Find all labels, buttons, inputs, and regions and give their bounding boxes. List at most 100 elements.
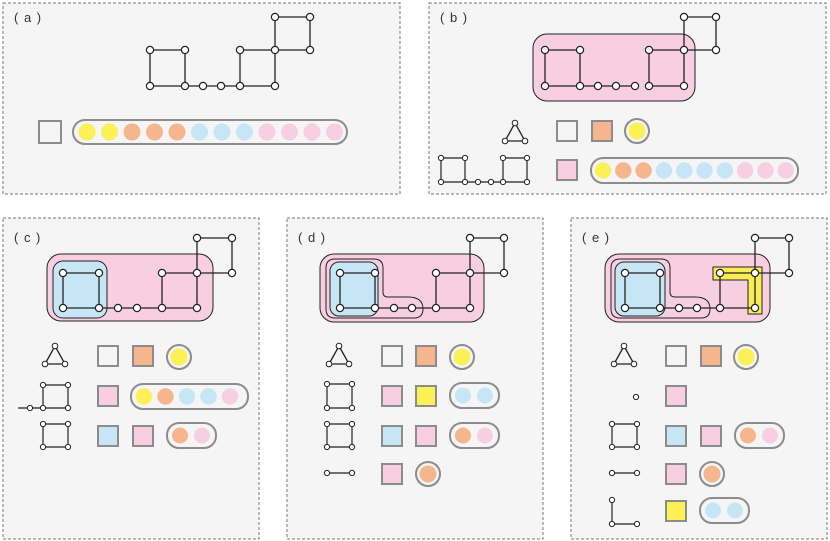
queue-circle-pink [221,388,239,405]
panel-b-triangle-pattern [501,119,529,145]
panel-b-path-pattern-nodes [437,154,531,186]
panel-e-single-node [632,393,640,401]
queue-circle-blue [191,123,208,141]
queue-circle-blue [200,388,217,405]
queue-circle-pink [762,427,778,444]
queue-circle-yellow [135,388,153,405]
panel-e-box-yellow [665,500,687,522]
panel-b-box-empty [556,120,578,142]
queue-circle-blue [716,162,733,179]
panel-c-queue2-circle-orange [172,427,188,444]
queue-circle-pink [757,162,774,179]
queue-circle-orange [455,427,471,444]
panel-e-queue1-circles [740,427,778,444]
panel-c-box-pink-2 [132,425,154,447]
panel-e-box-orange [700,345,722,367]
queue-circle-yellow [594,162,612,179]
panel-e-pink-inner-outline [610,258,711,319]
panel-d-box-pink-3 [381,463,403,485]
panel-b-box-pink [556,159,578,181]
panel-d-box-orange [415,345,437,367]
panel-c-nodes [58,233,237,313]
queue-circle-pink [258,123,276,141]
panel-a-frame [2,2,401,195]
panel-c-box-empty [97,345,119,367]
queue-circle-blue [477,387,493,404]
queue-circle-pink [777,162,794,179]
panel-d-label: ( d ) [298,230,326,245]
panel-e-box-blue [665,425,687,447]
panel-e-queue2-circles [705,502,743,519]
panel-d-queue2-circles [455,427,493,444]
panel-d-box-empty [381,345,403,367]
panel-e-label: ( e ) [582,230,610,245]
queue-circle-blue [455,387,471,404]
panel-d-circle-yellow-fill [453,348,471,366]
panel-e-corner-pattern [608,496,641,528]
queue-circle-blue [236,123,253,141]
panel-d-triangle-pattern [325,342,353,368]
panel-d-box-blue [381,425,403,447]
panel-a-stack-box [38,120,62,144]
queue-circle-blue [705,502,721,519]
panel-a-label: ( a ) [14,10,42,25]
panel-e-box-pink-3 [665,463,687,485]
panel-e-yellow-highlight [712,266,763,315]
panel-c-triangle-pattern [41,342,69,368]
panel-c-queue2-circle-pink [194,427,210,444]
panel-e-triangle-pattern [610,342,638,368]
panel-e-circle-orange-fill [703,465,721,483]
panel-e-box-pink [665,385,687,407]
queue-circle-blue [178,388,196,405]
panel-a-queue-circles [78,123,343,141]
queue-circle-orange [157,388,174,405]
panel-d-edge-pattern [323,469,356,477]
panel-a-nodes [145,12,315,91]
panel-c-queue-circles [135,388,239,405]
queue-circle-orange [168,123,186,141]
queue-circle-blue [727,502,743,519]
panel-b-box-orange [591,120,613,142]
queue-circle-yellow [101,123,118,141]
panel-b-pink-region [532,33,696,102]
queue-circle-blue [655,162,673,179]
queue-circle-pink [477,427,493,444]
panel-d-nodes [335,233,509,313]
panel-e-box-empty [665,345,687,367]
panel-d-box-yellow [415,385,437,407]
panel-c-circle-yellow-fill [170,348,188,366]
panel-d-box-pink-2 [415,425,437,447]
panel-e-nodes [620,233,794,313]
panel-c-box-blue [97,425,119,447]
panel-c-label: ( c ) [14,230,41,245]
panel-e-box-pink-2 [700,425,722,447]
panel-d-square-nodes-1 [323,380,356,412]
queue-circle-orange [146,123,163,141]
panel-e-circle-yellow-fill [737,348,755,366]
panel-d-square-nodes-2 [323,420,356,451]
queue-circle-orange [635,162,652,179]
queue-circle-pink [736,162,754,179]
panel-b-label: ( b ) [440,10,468,25]
panel-c-box-orange [132,345,154,367]
queue-circle-orange [123,123,141,141]
panel-c-tail-square-nodes [26,381,72,412]
queue-circle-pink [281,123,298,141]
panel-d-queue1-circles [455,387,493,404]
panel-c-square-nodes [39,420,72,451]
queue-circle-pink [326,123,343,141]
queue-circle-blue [213,123,231,141]
panel-c-box-pink [97,385,119,407]
queue-circle-orange [740,427,756,444]
queue-circle-yellow [78,123,96,141]
panel-d-pink-inner-outline [325,258,424,319]
queue-circle-blue [696,162,713,179]
panel-a-queue-bar [72,119,348,145]
panel-b-queue-circles [594,162,794,179]
panel-b-nodes [540,12,721,91]
panel-d-circle-orange-fill [419,465,437,483]
panel-d-box-pink [381,385,403,407]
queue-circle-blue [676,162,693,179]
